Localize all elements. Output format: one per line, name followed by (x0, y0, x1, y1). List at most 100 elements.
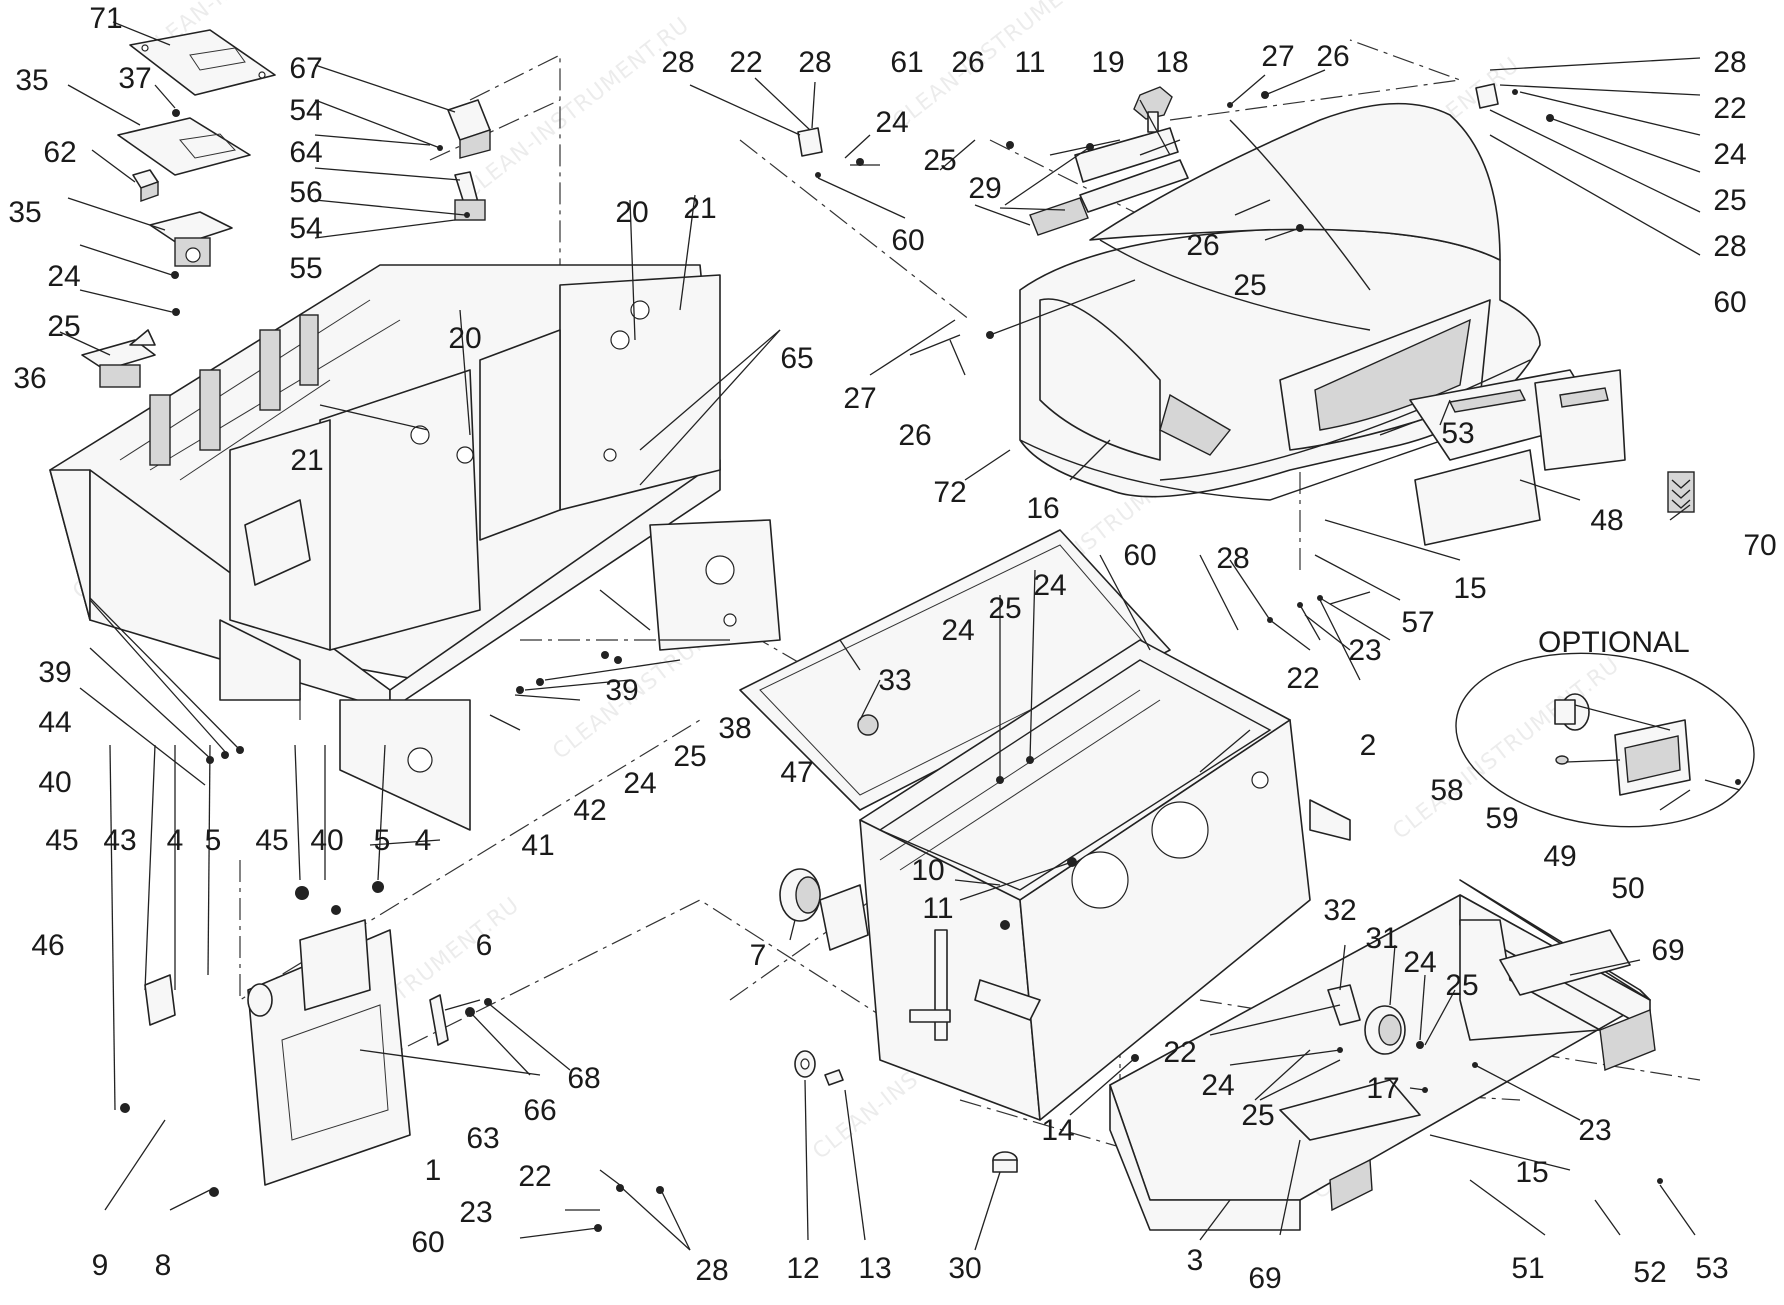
part-cover-plate-71 (129, 29, 276, 96)
callout-25: 25 (47, 310, 80, 343)
callout-60: 60 (411, 1226, 444, 1259)
part-box-2 (859, 639, 1351, 1121)
part-hinge-22 (797, 127, 823, 157)
callout-51: 51 (1511, 1252, 1544, 1285)
callout-60: 60 (891, 224, 924, 257)
callout-43: 43 (103, 824, 136, 857)
watermark: CLEAN-INSTRUMENT.RU (458, 12, 694, 204)
callout-30: 30 (948, 1252, 981, 1285)
callout-46: 46 (31, 929, 64, 962)
callout-5: 5 (374, 824, 391, 857)
callout-22: 22 (1163, 1036, 1196, 1069)
callout-59: 59 (1485, 802, 1518, 835)
callout-15: 15 (1453, 572, 1486, 605)
callout-25: 25 (1241, 1099, 1274, 1132)
callout-23: 23 (1348, 634, 1381, 667)
callout-15: 15 (1515, 1156, 1548, 1189)
callout-22: 22 (729, 46, 762, 79)
callout-52: 52 (1633, 1256, 1666, 1289)
callout-39: 39 (38, 656, 71, 689)
callout-65: 65 (780, 342, 813, 375)
callout-18: 18 (1155, 46, 1188, 79)
callout-23: 23 (1578, 1114, 1611, 1147)
callout-20: 20 (615, 196, 648, 229)
callout-4: 4 (415, 824, 432, 857)
callout-8: 8 (155, 1249, 172, 1282)
callout-27: 27 (1261, 40, 1294, 73)
callout-24: 24 (623, 767, 656, 800)
callout-21: 21 (683, 192, 716, 225)
callout-56: 56 (289, 176, 322, 209)
callout-24: 24 (875, 106, 908, 139)
callout-11: 11 (1014, 46, 1045, 79)
callout-2: 2 (1360, 729, 1377, 762)
callout-22: 22 (1286, 662, 1319, 695)
part-hood-16 (1019, 102, 1541, 501)
callout-4: 4 (167, 824, 184, 857)
callout-25: 25 (1445, 969, 1478, 1002)
callout-53: 53 (1441, 417, 1474, 450)
callout-10: 10 (911, 854, 944, 887)
callout-60: 60 (1123, 539, 1156, 572)
callout-28: 28 (1713, 46, 1746, 79)
callout-40: 40 (310, 824, 343, 857)
watermark: CLEAN-INSTRUMENT.RU (888, 0, 1124, 135)
callout-25: 25 (923, 144, 956, 177)
callout-39: 39 (605, 674, 638, 707)
callout-58: 58 (1430, 774, 1463, 807)
callout-31: 31 (1365, 922, 1398, 955)
callout-33: 33 (878, 664, 911, 697)
callout-38: 38 (718, 712, 751, 745)
callout-24: 24 (1201, 1069, 1234, 1102)
callout-54: 54 (289, 94, 322, 127)
callout-61: 61 (890, 46, 923, 79)
part-hinge-22-right (1475, 83, 1499, 109)
callout-62: 62 (43, 136, 76, 169)
fasteners (120, 89, 1741, 1232)
callout-21: 21 (290, 444, 323, 477)
callout-66: 66 (523, 1094, 556, 1127)
callout-labels: 71 35 37 62 35 24 25 36 67 54 64 56 54 5… (8, 2, 1776, 1295)
callout-24: 24 (1033, 569, 1066, 602)
callout-44: 44 (38, 706, 71, 739)
callout-36: 36 (13, 362, 46, 395)
callout-45: 45 (255, 824, 288, 857)
callout-6: 6 (476, 929, 493, 962)
callout-16: 16 (1026, 492, 1059, 525)
callout-37: 37 (118, 62, 151, 95)
callout-50: 50 (1611, 872, 1644, 905)
callout-28: 28 (695, 1254, 728, 1287)
callout-14: 14 (1041, 1114, 1074, 1147)
callout-35: 35 (15, 64, 48, 97)
part-roller-7 (779, 868, 869, 951)
part-bumper-47 (857, 714, 879, 736)
callout-67: 67 (289, 52, 322, 85)
callout-40: 40 (38, 766, 71, 799)
callout-35: 35 (8, 196, 41, 229)
callout-29: 29 (968, 172, 1001, 205)
callout-70: 70 (1743, 529, 1776, 562)
part-hanger-plate-1 (144, 919, 411, 1186)
callout-26: 26 (898, 419, 931, 452)
callout-42: 42 (573, 794, 606, 827)
callout-13: 13 (858, 1252, 891, 1285)
callout-17: 17 (1366, 1072, 1399, 1105)
part-bracket-18 (1029, 127, 1189, 236)
callout-54: 54 (289, 212, 322, 245)
callout-7: 7 (750, 939, 767, 972)
optional-label: OPTIONAL (1538, 626, 1690, 659)
callout-68: 68 (567, 1062, 600, 1095)
callout-28: 28 (1216, 542, 1249, 575)
callout-25: 25 (1233, 269, 1266, 302)
part-plate-35 (117, 117, 251, 176)
callout-24: 24 (47, 260, 80, 293)
callout-45: 45 (45, 824, 78, 857)
callout-12: 12 (786, 1252, 819, 1285)
callout-27: 27 (843, 382, 876, 415)
callout-47: 47 (780, 756, 813, 789)
part-wheel-31 (1327, 984, 1406, 1055)
callout-25: 25 (1713, 184, 1746, 217)
part-knob-19 (1133, 86, 1173, 133)
callout-60: 60 (1713, 286, 1746, 319)
